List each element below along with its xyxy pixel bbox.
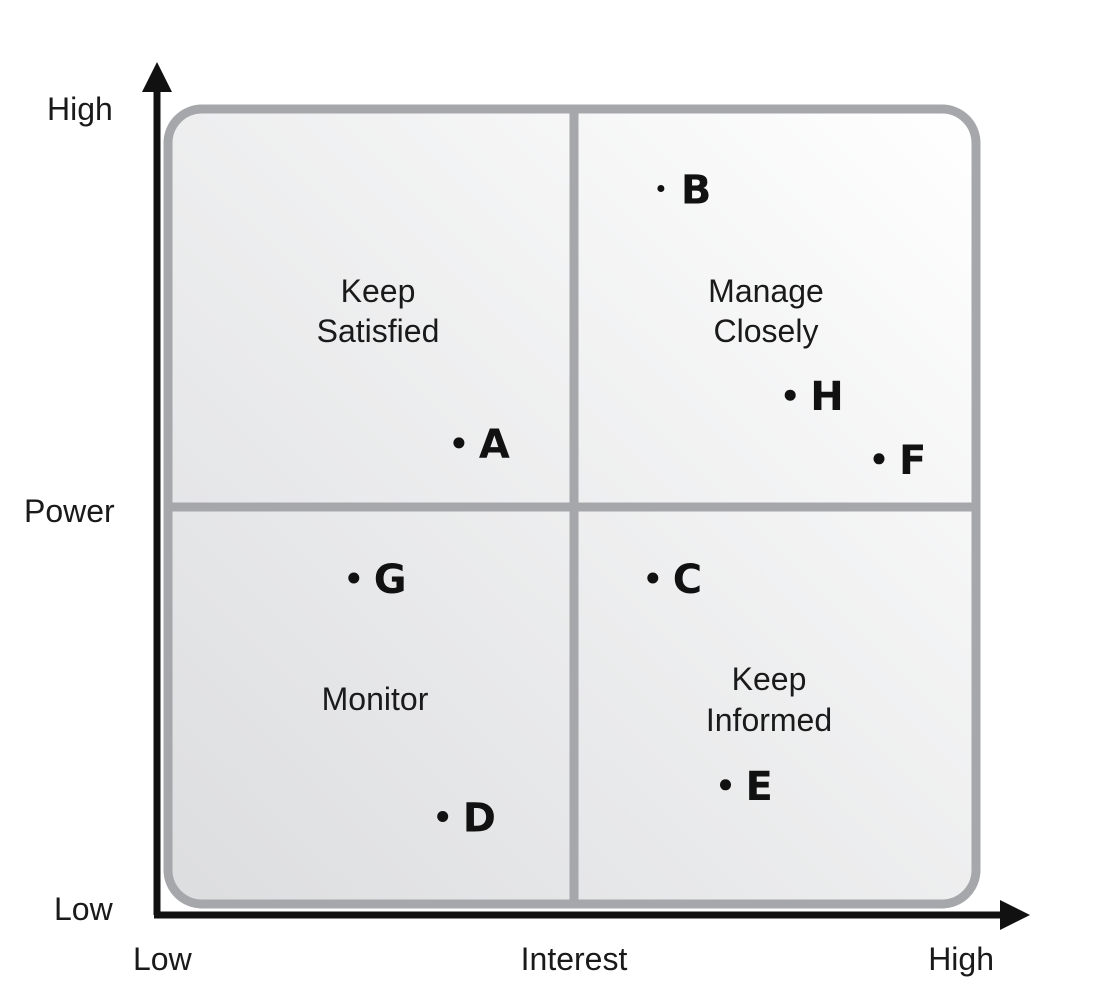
point-d-marker — [437, 811, 449, 822]
point-b-marker — [657, 185, 665, 192]
y-axis-arrowhead — [142, 62, 172, 92]
x-axis-title: Interest — [521, 941, 628, 977]
stakeholder-points: A B C D E F G H — [348, 168, 926, 842]
point-c-label: C — [673, 557, 702, 603]
point-e-label: E — [746, 764, 773, 810]
point-c-marker — [647, 572, 659, 584]
x-axis-low-label: Low — [133, 941, 193, 977]
point-e-marker — [720, 779, 731, 791]
point-h-marker — [784, 389, 796, 401]
point-a-label: A — [479, 422, 510, 468]
quadrant-monitor: Monitor — [322, 681, 429, 717]
point-f-marker — [873, 453, 885, 465]
point-d-label: D — [463, 796, 496, 842]
quadrant-keep-satisfied-line2: Satisfied — [317, 313, 440, 349]
x-axis-high-label: High — [928, 941, 994, 977]
point-b-label: B — [681, 168, 712, 214]
point-h-label: H — [810, 374, 843, 420]
point-g-label: G — [374, 557, 407, 603]
x-axis-arrowhead — [1000, 900, 1030, 930]
point-f-label: F — [899, 438, 926, 484]
quadrant-manage-closely-line2: Closely — [714, 313, 819, 349]
y-axis-high-label: High — [47, 91, 113, 127]
quadrant-keep-informed-line1: Keep — [732, 661, 807, 697]
point-g-marker — [348, 572, 360, 584]
quadrant-keep-informed-line2: Informed — [706, 702, 832, 738]
quadrant-keep-satisfied-line1: Keep — [341, 273, 416, 309]
point-a-marker — [453, 437, 465, 449]
y-axis-low-label: Low — [54, 891, 114, 927]
y-axis-title: Power — [24, 493, 115, 529]
quadrant-manage-closely-line1: Manage — [708, 273, 824, 309]
